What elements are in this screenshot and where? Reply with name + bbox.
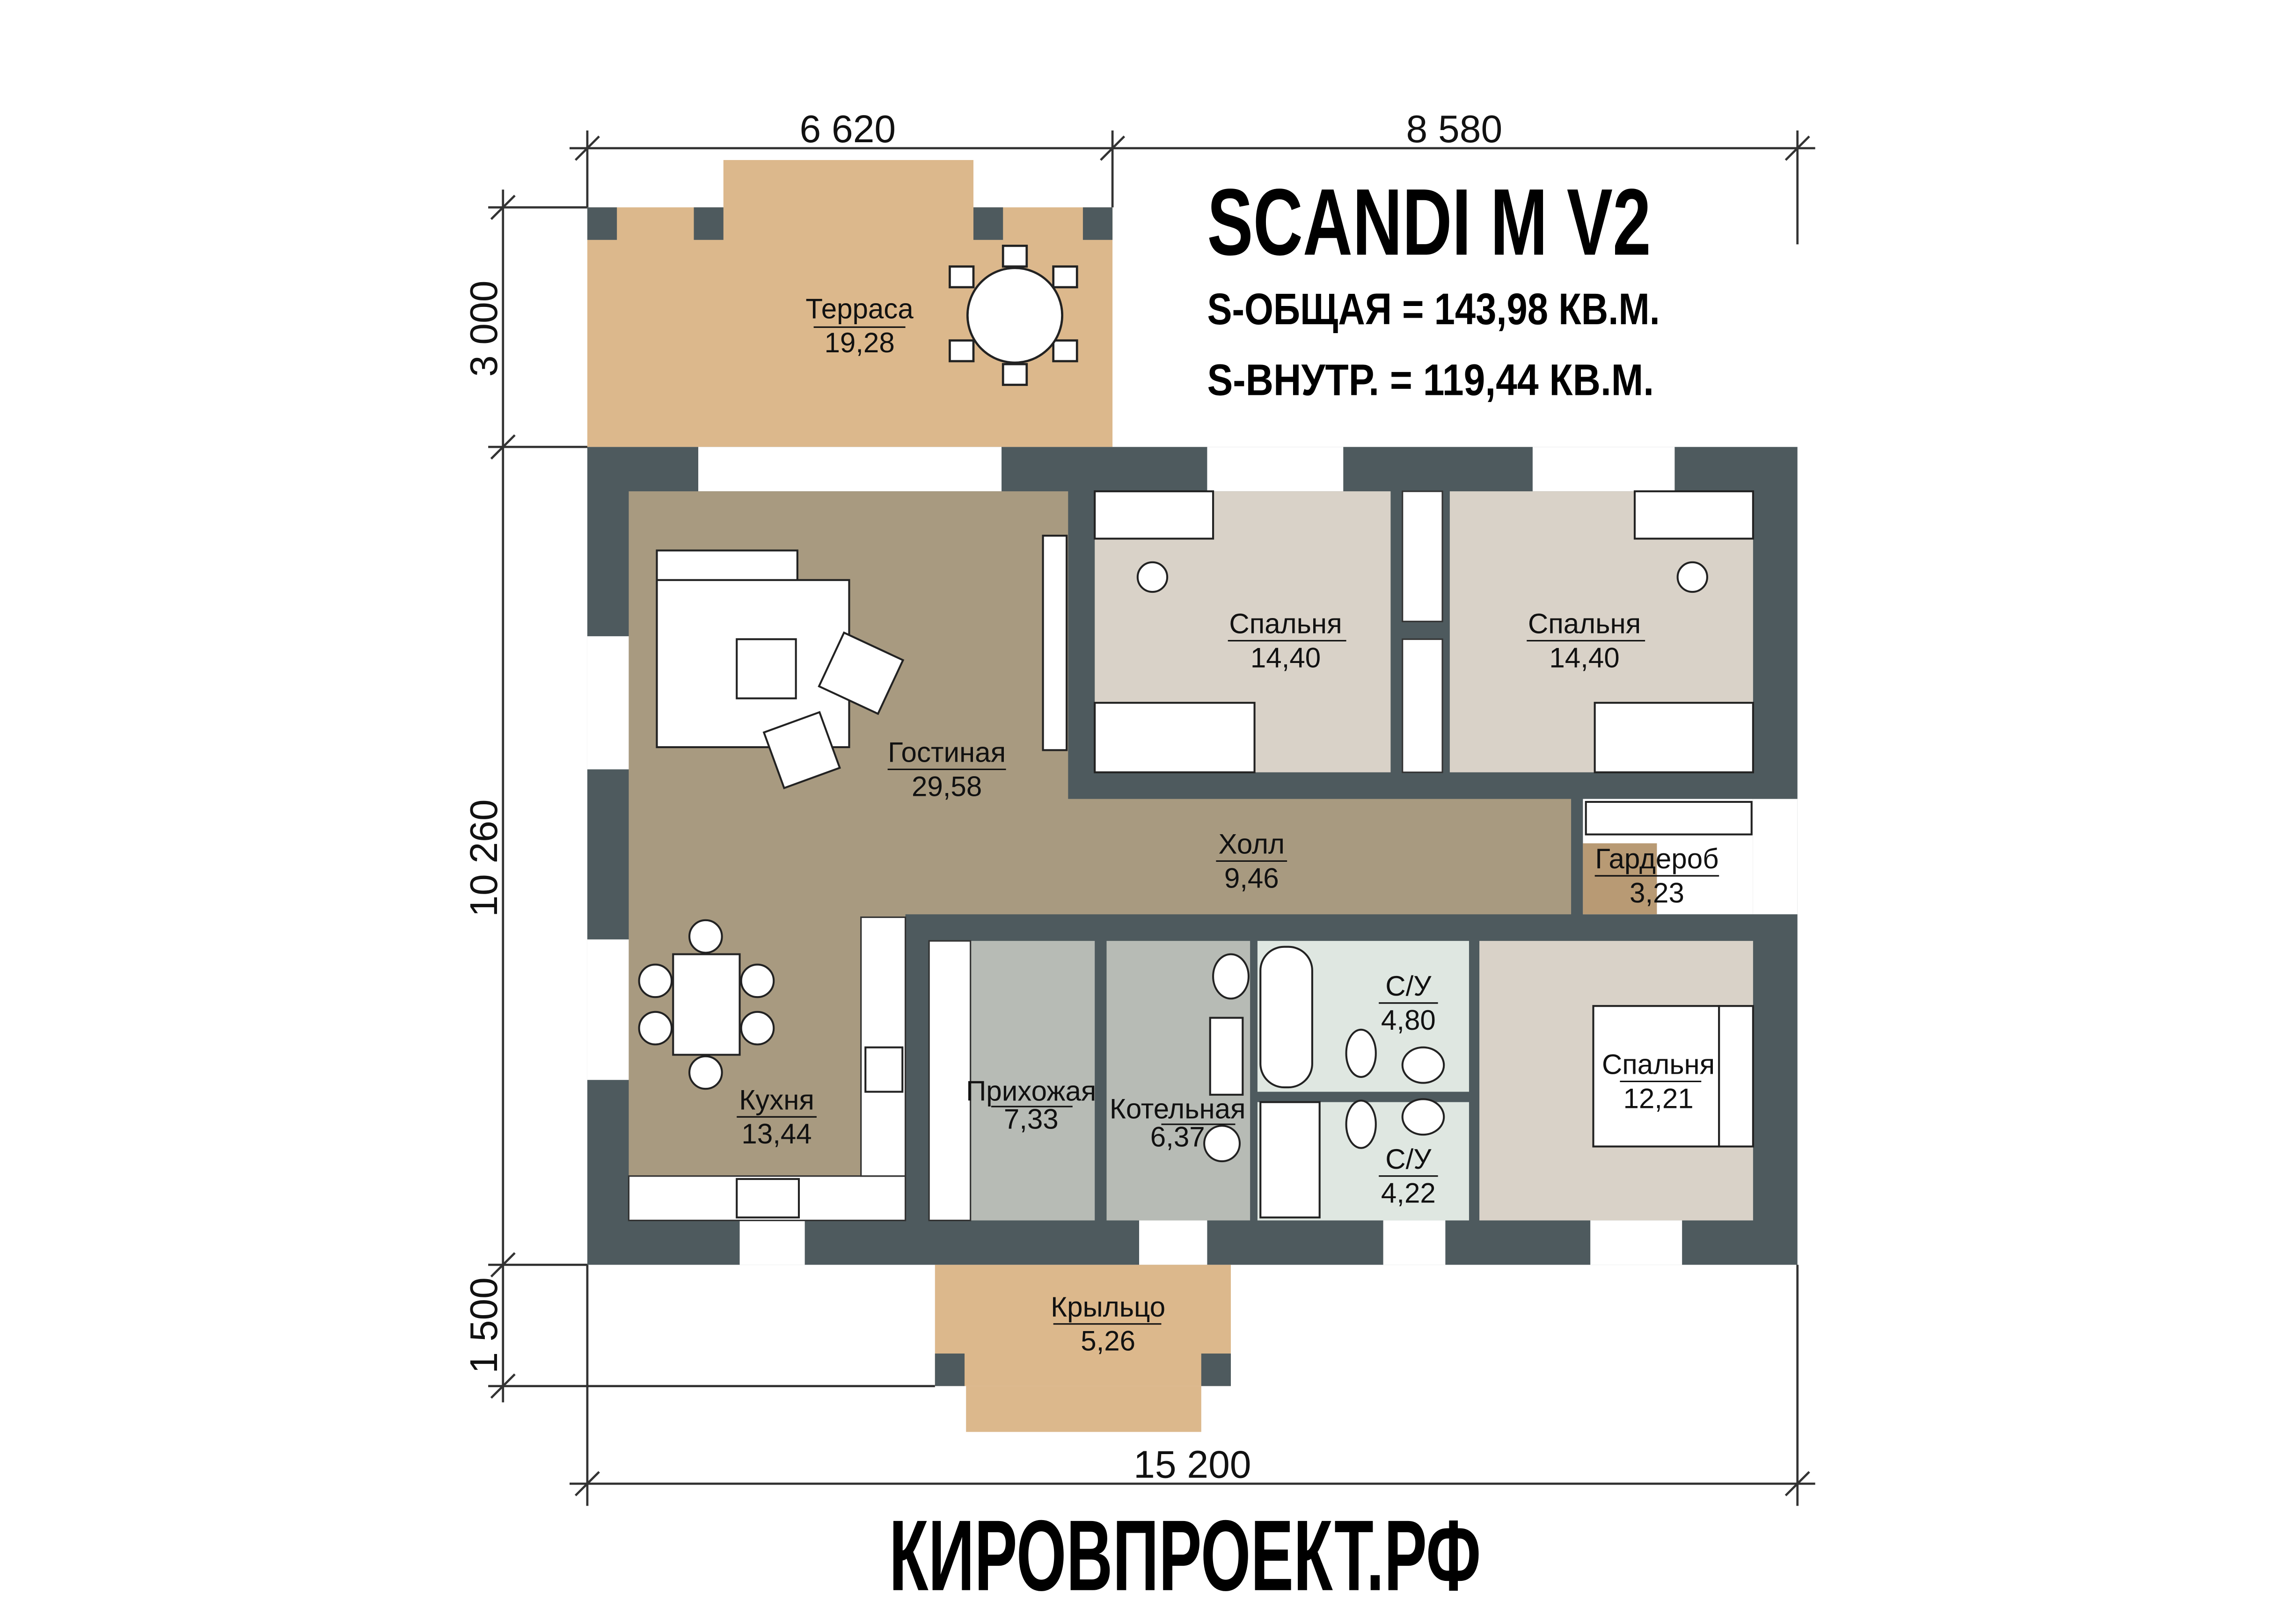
armchair-icon [762, 631, 905, 789]
sofa-icon [656, 549, 850, 749]
dimension-left-top: 3 000 [463, 281, 505, 377]
room-name: Кухня [739, 1084, 814, 1115]
room-name: Прихожая [966, 1075, 1096, 1106]
room-area: 14,40 [1549, 642, 1619, 673]
stove-icon [864, 1046, 904, 1093]
room-area: 6,37 [1150, 1121, 1205, 1152]
room-area: 4,22 [1381, 1178, 1436, 1209]
room-area: 14,40 [1250, 642, 1321, 673]
porch [935, 1265, 1231, 1432]
dimension-left-bottom: 1 500 [463, 1277, 505, 1374]
project-title: SCANDI M V2 [1207, 169, 1651, 275]
terrace [587, 160, 1113, 447]
room-name: Гостиная [888, 737, 1006, 768]
boiler-icon [1203, 1017, 1244, 1163]
wardrobe-rail-icon [1585, 801, 1753, 836]
room-name: Холл [1219, 829, 1285, 860]
desk-icon [1094, 490, 1754, 540]
windows [587, 447, 1798, 1265]
tv-icon [1042, 534, 1068, 751]
room-area: 7,33 [1004, 1104, 1059, 1135]
dining-table-icon [949, 245, 1078, 386]
area-inner: S-ВНУТР. = 119,44 КВ.М. [1207, 356, 1654, 405]
website-label: КИРОВПРОЕКТ.РФ [889, 1499, 1481, 1612]
room-name: Спальня [1602, 1049, 1715, 1080]
bed-icon [1094, 702, 1754, 1148]
room-name: Терраса [805, 293, 914, 324]
room-area: 9,46 [1224, 862, 1279, 894]
room-area: 19,28 [824, 327, 894, 358]
room-area: 4,80 [1381, 1004, 1436, 1036]
room-area: 29,58 [912, 771, 982, 802]
toilet-icon [1345, 1028, 1377, 1149]
bathroom-1-label: С/У4,80 [1381, 970, 1436, 1036]
washbasin-icon [1212, 953, 1445, 1136]
kitchen-table-icon [638, 919, 775, 1090]
chair-icon [1136, 561, 1708, 593]
room-name: Котельная [1110, 1093, 1246, 1124]
bathtub-icon [1259, 946, 1313, 1089]
room-name: Гардероб [1595, 843, 1718, 874]
room-name: С/У [1385, 1143, 1432, 1175]
area-total: S-ОБЩАЯ = 143,98 КВ.М. [1207, 284, 1660, 334]
dimension-left-middle: 10 260 [463, 799, 505, 917]
dimension-bottom: 15 200 [1133, 1444, 1251, 1486]
room-name: Крыльцо [1051, 1291, 1165, 1323]
furniture [638, 490, 1754, 1219]
room-name: С/У [1385, 970, 1432, 1002]
room-area: 13,44 [741, 1118, 812, 1150]
room-name: Спальня [1229, 608, 1342, 640]
shower-icon [1259, 1101, 1321, 1219]
room-area: 5,26 [1081, 1325, 1135, 1357]
room-labels [737, 326, 1719, 1325]
sink-icon [736, 1178, 800, 1219]
dimension-top-right: 8 580 [1406, 108, 1503, 151]
room-area: 3,23 [1630, 877, 1684, 909]
dimension-lines [488, 130, 1815, 1506]
dimension-top-left: 6 620 [799, 108, 896, 151]
bathroom-2-label: С/У4,22 [1381, 1143, 1436, 1209]
room-name: Спальня [1528, 608, 1641, 640]
room-area: 12,21 [1623, 1083, 1693, 1114]
